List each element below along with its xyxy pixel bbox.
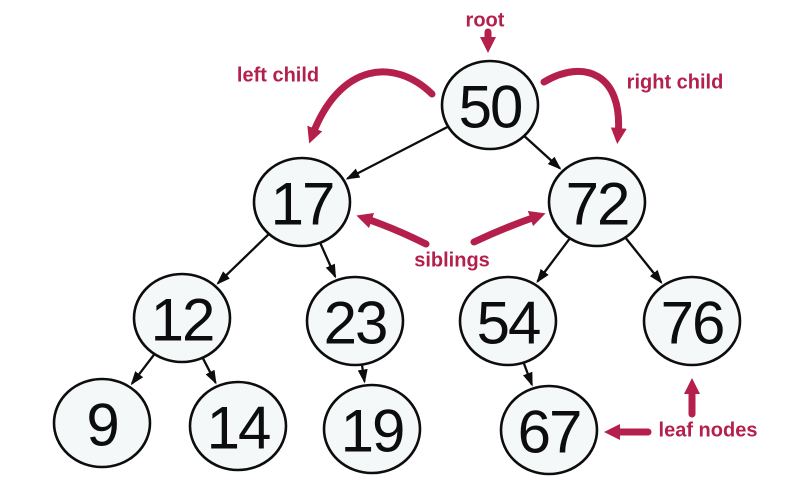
tree-node-9: 9 xyxy=(52,377,152,469)
tree-node-14: 14 xyxy=(188,380,288,472)
node-circle xyxy=(322,383,422,475)
node-value: 72 xyxy=(566,171,629,238)
node-value: 14 xyxy=(207,395,270,462)
tree-edges-layer xyxy=(130,125,663,387)
tree-nodes-layer: 50 17 72 12 23 54 76 9 14 19 67 xyxy=(52,59,742,476)
edge-50-72 xyxy=(523,135,562,170)
annotation-arrow-siblings-2 xyxy=(470,211,546,246)
node-value: 12 xyxy=(151,287,214,354)
node-value: 23 xyxy=(324,290,387,357)
node-circle xyxy=(52,377,152,469)
tree-node-19: 19 xyxy=(322,383,422,475)
annotation-label-left-child: left child xyxy=(236,64,320,87)
annotation-label-leaf-nodes: leaf nodes xyxy=(658,419,758,442)
node-circle xyxy=(132,272,232,364)
edge-72-76 xyxy=(624,236,663,284)
annotation-label-siblings: siblings xyxy=(414,249,490,272)
node-value: 17 xyxy=(271,171,334,238)
node-value: 9 xyxy=(86,392,117,459)
node-value: 76 xyxy=(661,290,724,357)
node-value: 67 xyxy=(518,399,581,466)
tree-node-12: 12 xyxy=(132,272,232,364)
edge-54-67 xyxy=(522,362,533,387)
node-circle xyxy=(188,380,288,472)
node-circle xyxy=(642,275,742,367)
annotation-arrow-right-child xyxy=(540,67,627,144)
tree-node-17: 17 xyxy=(252,156,352,248)
annotation-arrow-siblings-1 xyxy=(356,212,430,248)
edge-12-14 xyxy=(201,357,217,385)
tree-node-67: 67 xyxy=(499,384,599,476)
node-circle xyxy=(547,156,647,248)
annotation-label-right-child: right child xyxy=(626,71,724,94)
node-value: 19 xyxy=(341,398,404,465)
edge-17-12 xyxy=(216,233,270,285)
edge-23-19 xyxy=(357,364,368,384)
annotation-label-root: root xyxy=(465,9,505,32)
edge-50-17 xyxy=(345,125,449,180)
node-value: 50 xyxy=(459,74,522,141)
edge-17-23 xyxy=(319,242,337,279)
node-circle xyxy=(305,275,405,367)
node-circle xyxy=(440,59,540,151)
node-circle xyxy=(252,156,352,248)
node-value: 54 xyxy=(477,290,540,357)
edge-72-54 xyxy=(536,237,571,284)
edge-12-9 xyxy=(130,353,156,386)
annotation-arrow-left-child xyxy=(307,68,436,144)
tree-node-50: 50 xyxy=(440,59,540,151)
annotation-arrows-layer xyxy=(307,28,700,440)
node-circle xyxy=(458,275,558,367)
tree-node-23: 23 xyxy=(305,275,405,367)
node-circle xyxy=(499,384,599,476)
tree-node-54: 54 xyxy=(458,275,558,367)
tree-node-72: 72 xyxy=(547,156,647,248)
tree-node-76: 76 xyxy=(642,275,742,367)
